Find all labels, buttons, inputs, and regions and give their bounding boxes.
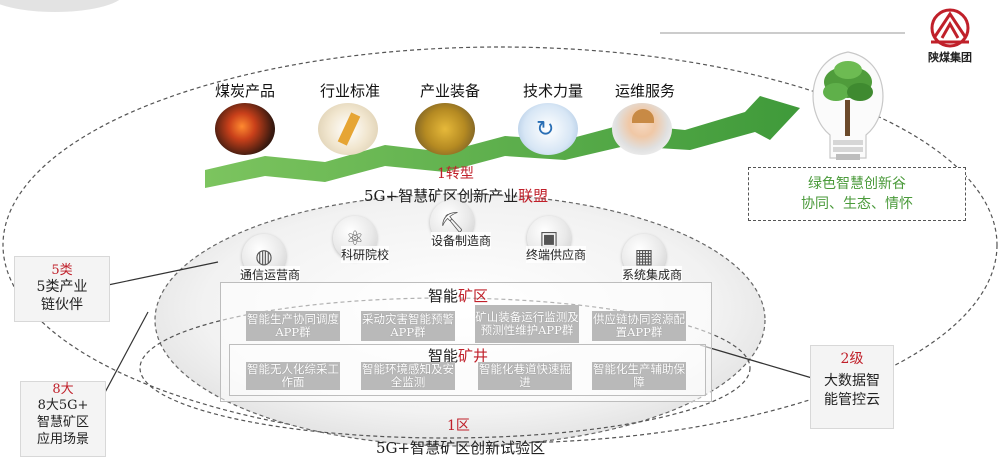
- transformation-text: 转型: [445, 166, 474, 182]
- partners-count-line2: 链伙伴: [41, 297, 83, 313]
- green-valley-title: 绿色智慧创新谷: [808, 176, 906, 192]
- transformation-label: 1转型: [437, 163, 474, 183]
- alliance-title: 5G+智慧矿区创新产业联盟: [364, 185, 548, 206]
- cloud-level-box: 2级 大数据智 能管控云: [810, 345, 894, 429]
- smart-well-title-highlight: 矿井: [458, 347, 489, 365]
- connector-left-1: [107, 261, 219, 286]
- well-app-mining: 智能无人化综采工作面: [246, 362, 340, 390]
- partner-label-telecom: 通信运营商: [240, 266, 301, 283]
- partners-count-line1: 5类产业: [36, 279, 88, 295]
- category-label-service: 运维服务: [614, 82, 675, 100]
- scenarios-count-line1: 8大5G+: [37, 398, 89, 413]
- coal-image: [215, 103, 275, 155]
- well-app-tunnel: 智能化巷道快速掘进: [478, 362, 572, 390]
- category-label-standards: 行业标准: [319, 82, 380, 100]
- corner-shadow: [0, 0, 120, 12]
- standards-image: [318, 103, 378, 155]
- green-valley-box: 绿色智慧创新谷 协同、生态、情怀: [748, 167, 966, 221]
- partners-count-box: 5类 5类产业 链伙伴: [14, 256, 110, 322]
- scenarios-count-line3: 应用场景: [36, 432, 89, 447]
- zone-count-label: 1区: [447, 415, 470, 435]
- outer-dashed-ellipse: [2, 46, 998, 444]
- well-app-support: 智能化生产辅助保障: [592, 362, 686, 390]
- smart-well-title: 智能矿井: [428, 345, 488, 366]
- smart-well-title-text: 智能: [428, 347, 459, 365]
- alliance-title-highlight: 联盟: [518, 187, 549, 205]
- partner-label-terminal: 终端供应商: [526, 246, 587, 263]
- alliance-title-text: 5G+智慧矿区创新产业: [364, 187, 519, 205]
- green-valley-subtitle: 协同、生态、情怀: [801, 196, 913, 212]
- category-label-coal: 煤炭产品: [214, 82, 275, 100]
- cloud-level-line2: 能管控云: [824, 392, 880, 408]
- zone-count-text: 区: [455, 418, 470, 434]
- inner-dashed-ellipse: [139, 297, 751, 439]
- transformation-number: 1: [437, 166, 446, 182]
- zone-app-supply: 供应链协同资源配置APP群: [592, 311, 686, 341]
- zone-count-number: 1: [447, 418, 456, 434]
- smart-zone-title-text: 智能: [428, 287, 459, 305]
- well-app-environment: 智能环境感知及安全监测: [361, 362, 455, 390]
- growth-arrow: [205, 96, 800, 188]
- zone-app-equipment: 矿山装备运行监测及预测性维护APP群: [475, 305, 579, 343]
- scenarios-count-line2: 智慧矿区: [36, 415, 89, 430]
- connector-left-2: [101, 311, 149, 399]
- cloud-level-highlight: 2级: [840, 351, 864, 367]
- lightbulb-icon: [812, 51, 884, 160]
- logo-text: 陕煤集团: [928, 51, 972, 64]
- technology-image: ↻: [518, 103, 578, 155]
- smart-zone-title-highlight: 矿区: [458, 287, 489, 305]
- scenarios-count-highlight: 8大: [52, 382, 74, 397]
- partner-label-research: 科研院校: [341, 246, 390, 263]
- cloud-level-line1: 大数据智: [824, 373, 880, 389]
- scenarios-count-box: 8大 8大5G+ 智慧矿区 应用场景: [20, 381, 106, 457]
- category-label-technology: 技术力量: [522, 82, 583, 100]
- category-label-equipment: 产业装备: [419, 82, 480, 100]
- zone-app-disaster: 采动灾害智能预警APP群: [361, 311, 455, 341]
- service-person-image: [612, 103, 672, 155]
- partner-label-equipment: 设备制造商: [431, 232, 492, 249]
- excavator-image: [415, 103, 475, 155]
- test-zone-title: 5G+智慧矿区创新试验区: [376, 439, 546, 457]
- connector-right: [699, 344, 813, 379]
- partners-count-highlight: 5类: [51, 263, 73, 278]
- company-logo: 陕煤集团: [918, 8, 982, 66]
- smart-zone-title: 智能矿区: [428, 285, 488, 306]
- logo-emblem-icon: [930, 8, 970, 48]
- zone-app-production: 智能生产协同调度APP群: [246, 311, 340, 341]
- partner-label-integrator: 系统集成商: [622, 266, 683, 283]
